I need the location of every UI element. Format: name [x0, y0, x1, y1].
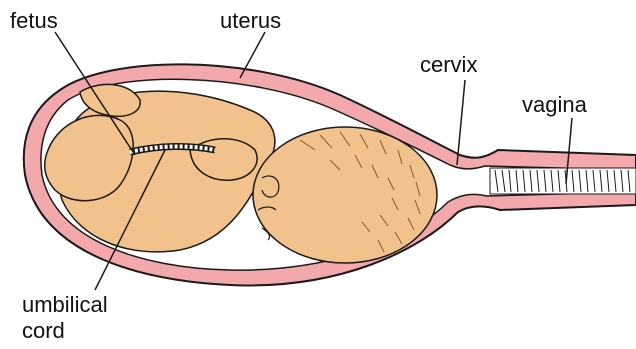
fetus-head [253, 127, 437, 263]
label-fetus: fetus [10, 8, 58, 33]
label-uterus: uterus [220, 8, 281, 33]
vaginal-rugae [490, 168, 636, 194]
label-umbilical: umbilical [22, 292, 108, 317]
label-cord: cord [22, 318, 65, 343]
label-vagina: vagina [522, 92, 588, 117]
label-cervix: cervix [420, 52, 477, 77]
cervix-leader [457, 80, 465, 165]
